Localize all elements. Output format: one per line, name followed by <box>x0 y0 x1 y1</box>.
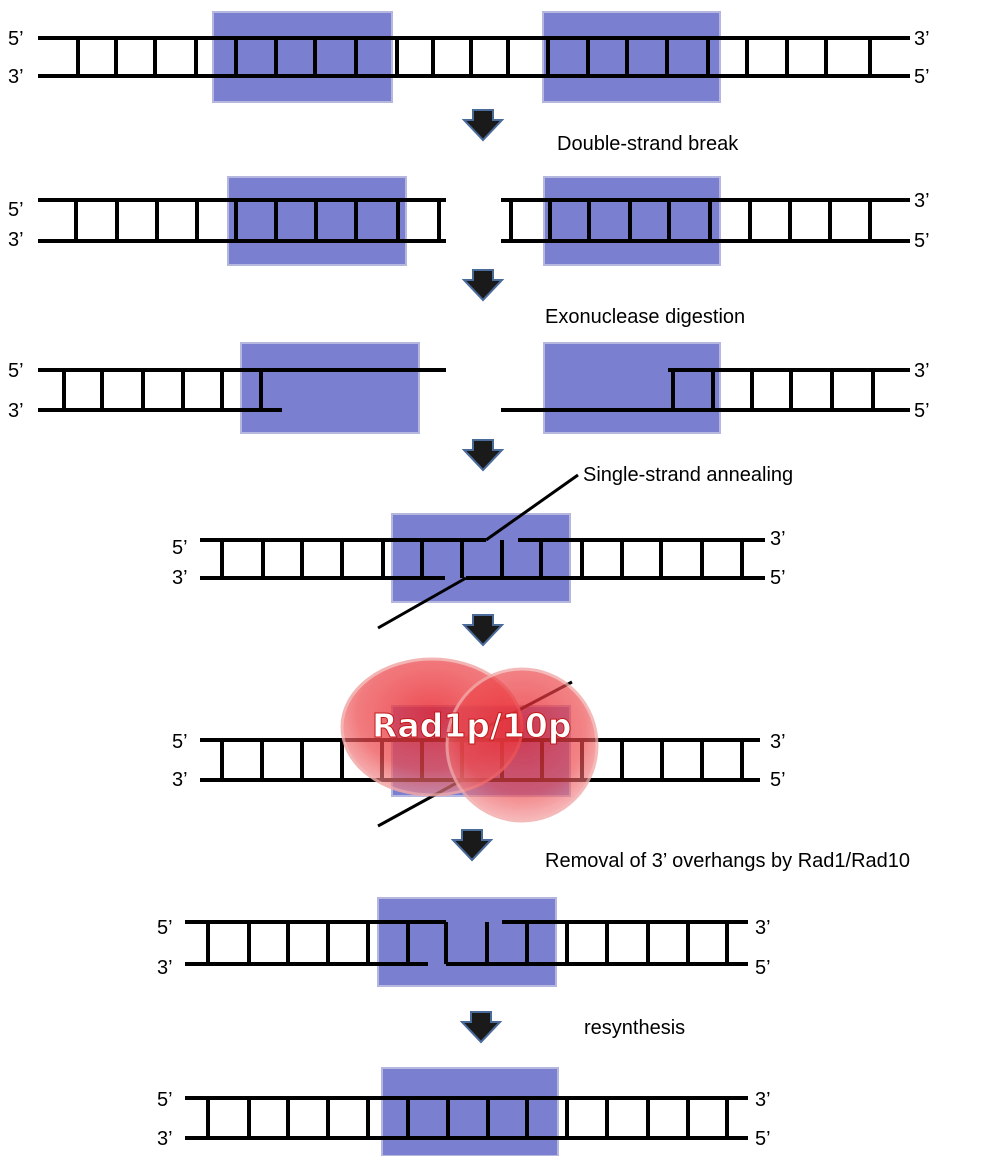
enzyme-label: Rad1p/10p <box>372 706 571 745</box>
five-prime-label: 5’ <box>914 400 930 422</box>
three-prime-label: 3’ <box>755 1089 771 1111</box>
step-label-double-strand-break: Double-strand break <box>557 133 739 155</box>
row-intact-duplex: 5’ 3’ 3’ 5’ <box>8 11 930 103</box>
five-prime-label: 5’ <box>755 1128 771 1150</box>
five-prime-label: 5’ <box>172 537 188 559</box>
step-label-exonuclease-digestion: Exonuclease digestion <box>545 306 745 328</box>
row-rad1-rad10-cleavage: Rad1p/10p 5’ 3’ 3’ 5’ <box>172 657 786 828</box>
down-arrow-icon <box>461 439 505 472</box>
three-prime-label: 3’ <box>914 360 930 382</box>
row-resynthesis: 5’ 3’ 3’ 5’ <box>157 1067 771 1156</box>
homology-region-left <box>240 342 420 434</box>
down-arrow-icon <box>459 1011 503 1044</box>
three-prime-label: 3’ <box>172 567 188 589</box>
row-exonuclease-digestion: 5’ 3’ 3’ 5’ <box>8 342 930 434</box>
three-prime-label: 3’ <box>8 400 24 422</box>
three-prime-label: 3’ <box>8 229 24 251</box>
three-prime-label: 3’ <box>770 731 786 753</box>
five-prime-label: 5’ <box>8 360 24 382</box>
row-overhangs-removed: 5’ 3’ 3’ 5’ <box>157 897 771 987</box>
three-prime-label: 3’ <box>172 769 188 791</box>
homology-region <box>391 513 571 603</box>
homology-region-right <box>543 342 721 434</box>
five-prime-label: 5’ <box>770 567 786 589</box>
five-prime-label: 5’ <box>755 957 771 979</box>
down-arrow-icon <box>461 614 505 647</box>
homology-region-left <box>212 11 393 103</box>
three-prime-label: 3’ <box>157 957 173 979</box>
three-prime-label: 3’ <box>914 28 930 50</box>
three-prime-label: 3’ <box>914 190 930 212</box>
three-prime-label: 3’ <box>8 66 24 88</box>
row-single-strand-annealing: 5’ 3’ 3’ 5’ <box>172 473 786 630</box>
down-arrow-icon <box>461 269 505 302</box>
five-prime-label: 5’ <box>172 731 188 753</box>
five-prime-label: 5’ <box>157 1089 173 1111</box>
five-prime-label: 5’ <box>914 230 930 252</box>
five-prime-label: 5’ <box>770 769 786 791</box>
row-double-strand-break: 5’ 3’ 3’ 5’ <box>8 176 930 266</box>
five-prime-label: 5’ <box>157 917 173 939</box>
rad1-rad10-complex: Rad1p/10p <box>340 657 599 823</box>
step-label-removal-overhangs: Removal of 3’ overhangs by Rad1/Rad10 <box>545 850 910 872</box>
five-prime-label: 5’ <box>8 28 24 50</box>
step-label-resynthesis: resynthesis <box>584 1017 685 1039</box>
five-prime-label: 5’ <box>914 66 930 88</box>
homology-region <box>377 897 557 987</box>
three-prime-label: 3’ <box>755 917 771 939</box>
down-arrow-icon <box>461 109 505 142</box>
homology-region-right <box>542 11 721 103</box>
five-prime-label: 5’ <box>8 199 24 221</box>
three-prime-label: 3’ <box>157 1128 173 1150</box>
down-arrow-icon <box>450 829 494 862</box>
step-label-single-strand-annealing: Single-strand annealing <box>583 464 793 486</box>
three-prime-label: 3’ <box>770 528 786 550</box>
